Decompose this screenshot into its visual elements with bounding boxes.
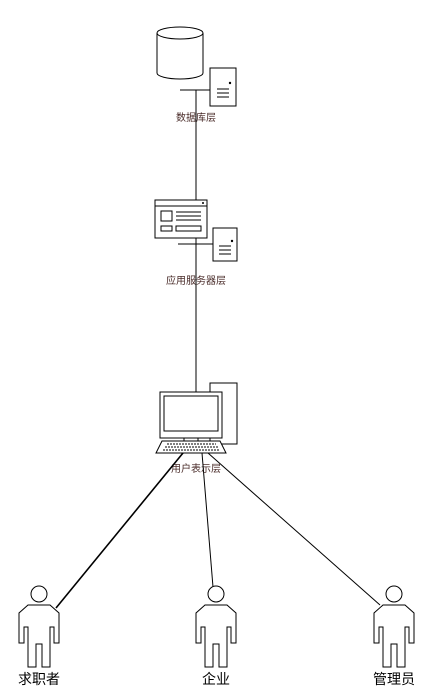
presentation-layer-label: 用户表示层 bbox=[171, 462, 221, 475]
actor-enterprise: 企业 bbox=[195, 585, 237, 688]
presentation-layer: 用户表示层 bbox=[155, 382, 238, 475]
database-layer-label: 数据库层 bbox=[176, 111, 216, 124]
connector-job-seeker bbox=[55, 452, 184, 609]
user-actor-icon bbox=[373, 585, 415, 668]
app-server-layer-label: 应用服务器层 bbox=[166, 274, 226, 287]
actor-job-seeker: 求职者 bbox=[18, 585, 60, 688]
actor-label-job-seeker: 求职者 bbox=[18, 672, 60, 688]
actor-label-admin: 管理员 bbox=[373, 672, 415, 688]
user-actor-icon bbox=[195, 585, 237, 668]
app-server-layer: 应用服务器层 bbox=[154, 199, 238, 287]
user-actor-icon bbox=[18, 585, 60, 668]
connector-admin bbox=[207, 452, 381, 606]
database-cylinder-icon bbox=[156, 26, 204, 80]
server-tower-icon bbox=[209, 67, 237, 107]
actor-label-enterprise: 企业 bbox=[202, 671, 230, 688]
server-tower-icon bbox=[212, 227, 238, 262]
desktop-computer-icon bbox=[155, 391, 227, 454]
application-window-icon bbox=[154, 199, 208, 239]
actor-admin: 管理员 bbox=[373, 585, 415, 688]
database-layer: 数据库层 bbox=[156, 26, 237, 124]
connector-enterprise bbox=[201, 452, 214, 588]
